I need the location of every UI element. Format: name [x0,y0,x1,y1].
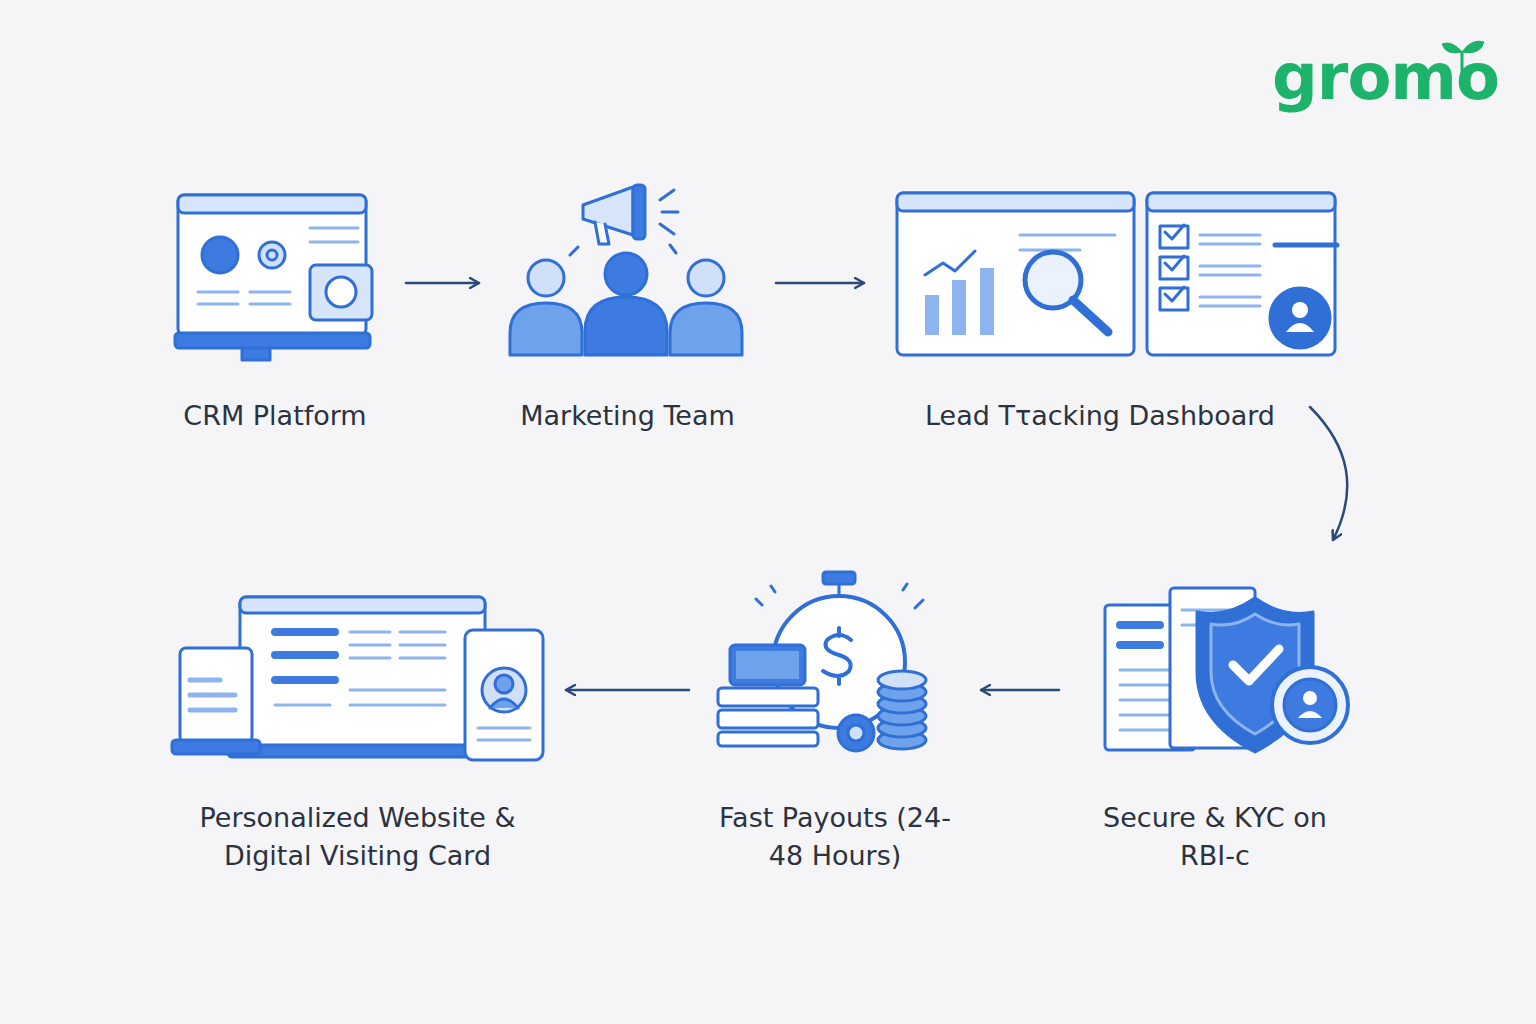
flow-step: Secure & KYC on RBI-c [1075,580,1355,875]
brand-logo: gromo [1272,40,1499,114]
flow-step: Lead Tτacking Dashboard [880,180,1320,435]
flow-arrow [776,282,864,285]
flow-step: Fast Payouts (24-48 Hours) [705,565,965,875]
flow-arrow [1310,407,1347,540]
flow-arrow [406,282,479,285]
flow-step: CRM Platform [160,180,390,435]
step-label: Fast Payouts (24-48 Hours) [705,799,965,875]
step-label: Secure & KYC on RBI-c [1095,799,1335,875]
flow-step: Personalized Website & Digital Visiting … [165,585,550,875]
step-label: Marketing Team [495,397,760,435]
step-label: CRM Platform [160,397,390,435]
flow-arrow [981,689,1059,692]
step-label: Lead Tτacking Dashboard [880,397,1320,435]
flow-arrow [566,689,689,692]
step-label: Personalized Website & Digital Visiting … [165,799,550,875]
flow-step: Marketing Team [495,180,760,435]
